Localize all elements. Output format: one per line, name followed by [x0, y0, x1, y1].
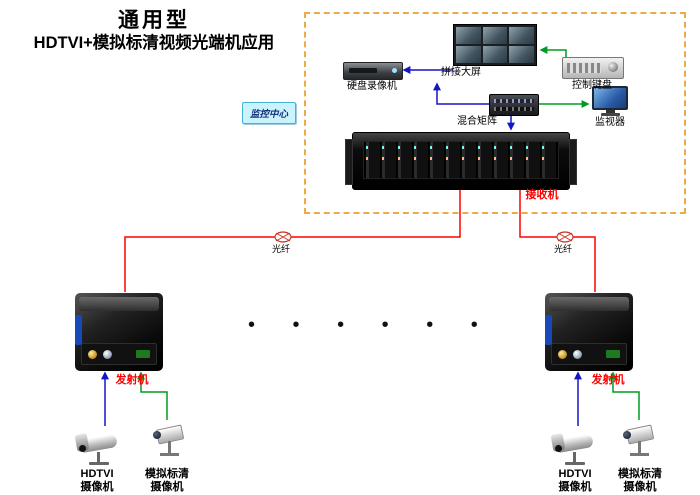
line-analog-cam-right [609, 371, 640, 420]
label-line: 摄像机 [558, 480, 592, 493]
transmitter-connector-panel [81, 343, 157, 365]
transmitter-connector-panel [551, 343, 627, 365]
analog-camera-right [620, 422, 660, 466]
camera-base [89, 462, 109, 465]
fiber-label-left: 光纤 [271, 244, 290, 254]
camera-mount [573, 452, 576, 463]
transmitter-blue-stripe [75, 315, 82, 345]
transmitter-top-face [79, 297, 159, 311]
terminal-block-icon [606, 350, 620, 358]
bnc-connector-icon [103, 349, 112, 359]
bnc-connector-icon [88, 349, 97, 359]
wall-screen-cell [456, 27, 481, 44]
monitor-label: 监视器 [595, 117, 625, 128]
control-keyboard-device [562, 57, 624, 79]
line-keyboard-to-wall [539, 46, 567, 57]
transmitter-right-label: 发射机 [591, 374, 625, 386]
monitor-screen [594, 88, 626, 108]
continuation-dots: • • • • • • [248, 314, 494, 336]
transmitter-left-device [75, 293, 163, 371]
hdtvi-camera-left-label: HDTVI 摄像机 [69, 468, 125, 493]
camera-mount [97, 452, 100, 463]
transmitter-top-face [549, 297, 629, 311]
camera-mount [638, 441, 641, 454]
dvr-device [343, 62, 403, 80]
label-line: HDTVI [558, 468, 592, 480]
title-line2: HDTVI+模拟标清视频光端机应用 [33, 34, 275, 53]
wall-screen-cell [509, 27, 534, 44]
diagram-title: 通用型 HDTVI+模拟标清视频光端机应用 [6, 8, 302, 54]
receiver-chassis [345, 132, 577, 190]
camera-base [565, 462, 585, 465]
control-center-tag: 监控中心 [242, 102, 297, 124]
bnc-connector-icon [573, 349, 582, 359]
terminal-block-icon [136, 350, 150, 358]
keyboard-label: 控制键盘 [572, 80, 612, 91]
dvr-label: 硬盘录像机 [347, 81, 397, 92]
label-line: 摄像机 [80, 480, 114, 493]
hdtvi-camera-right-label: HDTVI 摄像机 [547, 468, 603, 493]
camera-lens-icon [623, 431, 631, 439]
label-line: 模拟标清 [618, 468, 662, 480]
wall-screen-cell [482, 46, 508, 63]
hdtvi-camera-left [74, 428, 122, 468]
transmitter-blue-stripe [545, 315, 552, 345]
analog-camera-left [150, 422, 190, 466]
label-line: HDTVI [80, 468, 114, 480]
camera-base [630, 453, 649, 456]
title-line1: 通用型 [118, 9, 190, 32]
wall-screen-cell [509, 46, 534, 63]
monitor-device [592, 86, 628, 116]
bnc-connector-icon [558, 349, 567, 359]
transmitter-left-label: 发射机 [115, 374, 149, 386]
matrix-label: 混合矩阵 [457, 116, 497, 127]
monitor-base [601, 113, 620, 116]
hdtvi-camera-right [550, 428, 598, 468]
video-wall-device [453, 24, 537, 66]
camera-base [160, 453, 179, 456]
camera-hood [550, 433, 566, 453]
camera-hood [74, 433, 90, 453]
label-line: 模拟标清 [145, 468, 189, 480]
receiver-led-row [366, 146, 556, 149]
monitor-frame [592, 86, 628, 110]
label-line: 摄像机 [623, 480, 657, 493]
fiber-label-right: 光纤 [553, 244, 572, 254]
fiber-line-right [519, 188, 596, 292]
wall-screen-cell [456, 46, 481, 63]
camera-lens-icon [153, 431, 161, 439]
fiber-coil-right-icon [556, 231, 574, 243]
line-analog-cam-left [137, 371, 168, 420]
fiber-coil-left-icon [274, 231, 292, 243]
label-line: 摄像机 [150, 480, 184, 493]
analog-camera-left-label: 模拟标清 摄像机 [136, 468, 198, 493]
analog-camera-right-label: 模拟标清 摄像机 [609, 468, 671, 493]
matrix-device [489, 94, 539, 116]
receiver-label: 接收机 [525, 189, 559, 201]
video-wall-label: 拼接大屏 [441, 67, 481, 78]
receiver-led-row-2 [366, 157, 556, 160]
line-matrix-to-wall [433, 82, 489, 105]
wall-screen-cell [482, 27, 508, 44]
monitor-stand [606, 110, 615, 113]
fiber-line-left [124, 188, 461, 292]
camera-mount [168, 441, 171, 454]
transmitter-right-device [545, 293, 633, 371]
